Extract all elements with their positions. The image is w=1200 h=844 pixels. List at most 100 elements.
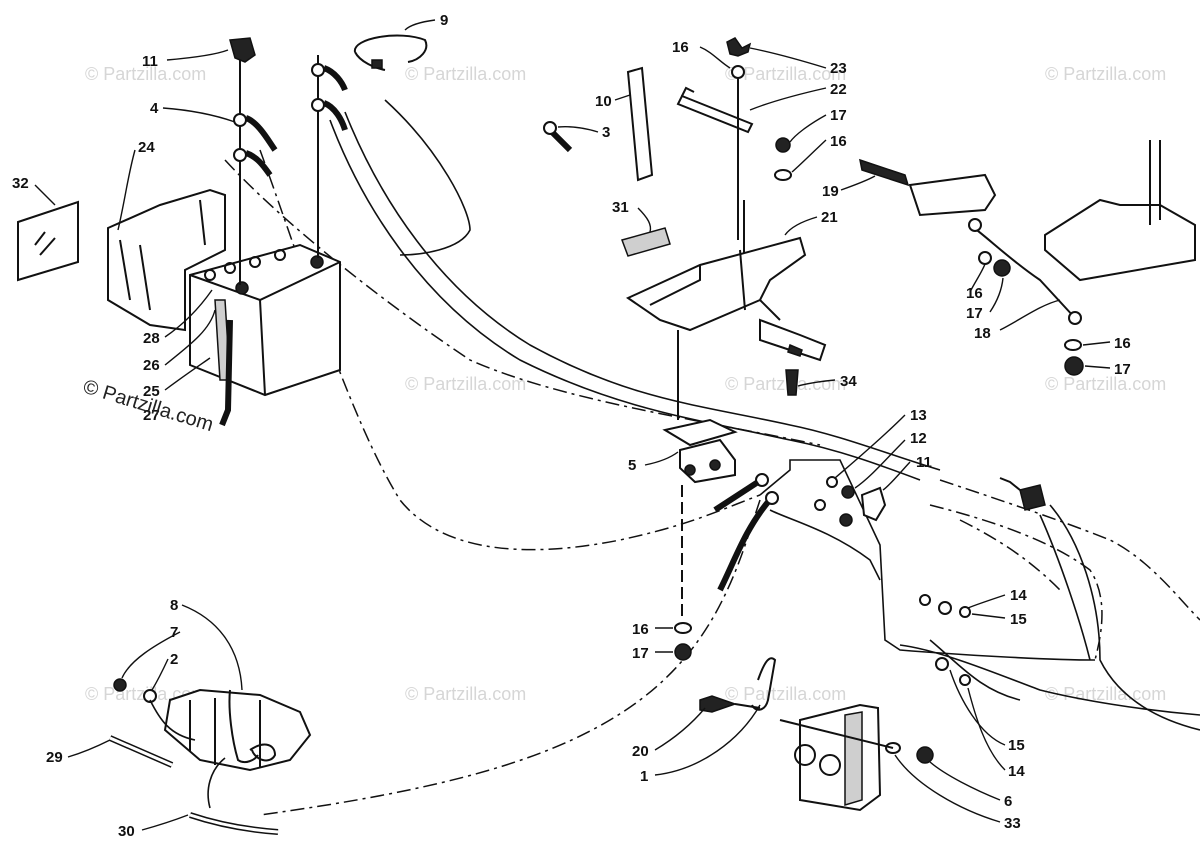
leader-line [141, 814, 189, 831]
cable-eyelet [311, 63, 325, 77]
coil-ribs [189, 698, 261, 768]
battery-pad-shading [34, 231, 56, 256]
solenoid-hardware [713, 473, 887, 592]
harness-wire [929, 639, 1021, 701]
cable-eyelet [765, 491, 779, 505]
leader-line [117, 149, 136, 231]
callouts: 11 9 4 3 24 32 28 26 25 27 16 23 10 22 1… [12, 12, 1131, 840]
callout-6: 6 [1004, 793, 1012, 810]
watermark: © Partzilla.com [405, 64, 526, 84]
battery-cables [219, 37, 348, 427]
cable-segment [244, 150, 273, 177]
tray-nut [787, 343, 803, 357]
leader-line [882, 461, 911, 491]
harness-dashed [959, 519, 1061, 591]
callout-16: 16 [1114, 335, 1131, 352]
harness-dashed [259, 149, 761, 551]
harness-wire [769, 509, 881, 581]
battery-cap [249, 256, 261, 268]
leader-line [164, 289, 213, 338]
leader-line [557, 126, 599, 133]
harness-wire [344, 111, 941, 471]
grommets [919, 594, 971, 686]
callout-17: 17 [632, 645, 649, 662]
cable-eyelet [233, 113, 247, 127]
watermark: © Partzilla.com [725, 684, 846, 704]
callout-12: 12 [910, 430, 927, 447]
grommet [919, 594, 931, 606]
washer [814, 499, 826, 511]
leader-line [749, 87, 827, 111]
callout-16: 16 [966, 285, 983, 302]
callout-8: 8 [170, 597, 178, 614]
leader-line [34, 184, 56, 206]
callout-27: 27 [143, 407, 160, 424]
leader-line [1084, 365, 1111, 369]
callout-32: 32 [12, 175, 29, 192]
cable-segment [322, 65, 348, 92]
battery-terminal [235, 281, 249, 295]
harness-wire [1039, 514, 1091, 661]
callout-17: 17 [966, 305, 983, 322]
plate-hole [819, 754, 841, 776]
coil-wire [149, 699, 196, 741]
rubber-block [908, 173, 997, 217]
bent-rod [751, 657, 777, 711]
callout-20: 20 [632, 743, 649, 760]
washer [826, 476, 838, 488]
callout-16: 16 [672, 39, 689, 56]
watermark: © Partzilla.com [405, 374, 526, 394]
leader-line [797, 379, 836, 387]
leader-lines [34, 19, 1111, 831]
nut [113, 678, 127, 692]
washer [774, 169, 792, 181]
solenoid-plate [662, 418, 738, 447]
ground-cable [543, 121, 573, 153]
harness-wire [759, 459, 1096, 661]
watermarks: © Partzilla.com © Partzilla.com © Partzi… [85, 64, 1166, 704]
leader-line [929, 761, 1001, 801]
hold-down-parts [626, 37, 792, 300]
battery-cap [274, 249, 286, 261]
nut [674, 643, 692, 661]
battery-cap [204, 269, 216, 281]
callout-14: 14 [1008, 763, 1025, 780]
callout-31: 31 [612, 199, 629, 216]
leader-line [637, 207, 652, 233]
throttle-bracket [699, 657, 934, 812]
watermark: © Partzilla.com [85, 64, 206, 84]
solenoid-terminal [709, 459, 721, 471]
tubing-stripe [109, 736, 173, 767]
watermark: © Partzilla.com [1045, 64, 1166, 84]
battery-pad-sheet [17, 200, 79, 282]
connector-lead [999, 477, 1021, 491]
rod-eyelet [968, 218, 982, 232]
leader-line [654, 707, 706, 751]
callout-10: 10 [595, 93, 612, 110]
terminal-boot [860, 486, 887, 522]
battery-edges [189, 261, 341, 396]
harness-connector [999, 477, 1046, 511]
solenoid [662, 330, 738, 661]
leader-line [151, 658, 169, 691]
harness-dashed [224, 159, 821, 446]
washer [731, 65, 745, 79]
cable-eyelet [311, 98, 325, 112]
leader-line [949, 669, 1006, 746]
strap-band-end [354, 51, 386, 71]
leader-line [784, 216, 818, 236]
bolt [699, 695, 738, 713]
washer [938, 601, 952, 615]
callout-18: 18 [974, 325, 991, 342]
leader-line [166, 49, 229, 61]
tray-edges [649, 249, 781, 321]
watermark: © Partzilla.com [725, 64, 846, 84]
coil-loop [249, 743, 277, 762]
callout-22: 22 [830, 81, 847, 98]
watermark: © Partzilla.com [725, 374, 846, 394]
coil-strap [228, 689, 259, 764]
callout-1: 1 [640, 768, 648, 785]
callout-11: 11 [916, 454, 932, 471]
